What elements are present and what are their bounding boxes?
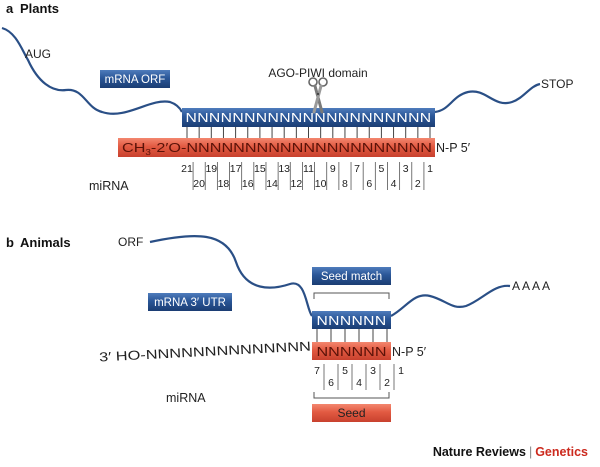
position-number: 18 — [218, 178, 230, 190]
stop-label: STOP — [541, 77, 573, 91]
position-number: 1 — [427, 163, 433, 175]
position-number: 17 — [230, 163, 242, 175]
seed-bracket — [313, 392, 390, 399]
position-number: 10 — [315, 178, 327, 190]
mirna-end-a: N-P 5′ — [436, 141, 471, 155]
panel-b-letter: b — [6, 235, 14, 250]
position-number: 8 — [342, 178, 348, 190]
base-pair-ticks-a — [186, 127, 431, 138]
panel-a-letter: a — [6, 1, 14, 16]
scissors-icon — [308, 77, 328, 114]
mrna-utr-box — [148, 293, 232, 311]
position-number: 2 — [415, 178, 421, 190]
seed-match-bracket — [313, 292, 390, 299]
mrna-strand-b-right — [390, 284, 511, 317]
mirna-positions-even-a: 20 18 16 14 12 10 8 6 4 2 — [193, 178, 421, 190]
position-number: 1 — [398, 365, 404, 377]
position-number: 5 — [378, 163, 384, 175]
panel-b: b Animals ORF mRNA 3′ UTR Seed match AAA… — [6, 234, 552, 422]
mrna-utr-label: mRNA 3′ UTR — [154, 297, 226, 309]
position-number: 5 — [342, 365, 348, 377]
position-number: 9 — [330, 163, 336, 175]
mrna-target-sequence: NNNNNNNNNNNNNNNNNNNNN — [186, 110, 432, 125]
position-number: 3 — [403, 163, 409, 175]
mirna-positions-odd-b: 7 5 3 1 — [314, 365, 404, 377]
position-number: 12 — [291, 178, 303, 190]
journal-section: Genetics — [535, 445, 588, 459]
position-number: 14 — [266, 178, 278, 190]
mirna-seed-sequence-b: NNNNNN — [317, 344, 387, 359]
mrna-seed-target-bar — [312, 311, 391, 329]
position-number: 4 — [356, 377, 362, 389]
mrna-strand-3prime — [434, 82, 541, 114]
credit-separator: | — [528, 445, 533, 459]
position-number: 7 — [314, 365, 320, 377]
position-number: 7 — [354, 163, 360, 175]
position-number: 15 — [254, 163, 266, 175]
mrna-strand-b-left — [149, 234, 313, 317]
mirna-label-b: miRNA — [166, 391, 206, 405]
position-number: 6 — [366, 178, 372, 190]
ago-piwi-label: AGO-PIWI domain — [268, 66, 367, 80]
position-scale-b — [323, 364, 395, 390]
mirna-label-a: miRNA — [89, 179, 129, 193]
mrna-target-bar — [182, 108, 435, 127]
base-pair-ticks-b — [316, 329, 388, 342]
position-number: 2 — [384, 377, 390, 389]
mirna-positions-odd-a: 21 19 17 15 13 11 9 7 5 3 1 — [181, 163, 433, 175]
seed-match-label: Seed match — [321, 271, 382, 283]
position-number: 6 — [328, 377, 334, 389]
position-number: 13 — [278, 163, 290, 175]
mrna-seed-target-sequence: NNNNNN — [317, 313, 387, 328]
mrna-strand-5prime — [1, 26, 183, 115]
mrna-orf-box — [100, 70, 170, 88]
mirna-end-b: N-P 5′ — [392, 345, 427, 359]
seed-box — [312, 404, 391, 422]
mirna-positions-even-b: 6 4 2 — [328, 377, 390, 389]
position-number: 16 — [242, 178, 254, 190]
position-number: 3 — [370, 365, 376, 377]
mirna-tail-b: 3′ HO-NNNNNNNNNNNNNN — [99, 338, 311, 364]
seed-label: Seed — [337, 406, 365, 420]
position-number: 4 — [391, 178, 397, 190]
mirna-subscript-a: 3 — [145, 148, 151, 157]
position-number: 21 — [181, 163, 193, 175]
journal-credit: Nature Reviews|Genetics — [433, 445, 588, 459]
panel-a-title: Plants — [20, 1, 59, 16]
journal-name: Nature Reviews — [432, 445, 526, 459]
position-number: 20 — [193, 178, 205, 190]
panel-b-title: Animals — [20, 235, 71, 250]
position-number: 19 — [205, 163, 217, 175]
polya-label: AAAA — [512, 279, 552, 293]
mirna-bar-a — [118, 138, 435, 157]
position-number: 11 — [303, 163, 314, 175]
mirna-seed-bar-b — [312, 342, 391, 360]
aug-label: AUG — [25, 47, 51, 61]
mrna-orf-label: mRNA ORF — [105, 74, 166, 86]
mirna-main-a: -2′O-NNNNNNNNNNNNNNNNNNNNN — [151, 140, 432, 155]
orf-label: ORF — [118, 235, 143, 249]
position-scale-a — [192, 162, 425, 190]
mirna-prefix-a: CH — [122, 140, 145, 155]
panel-a: a Plants AUG mRNA ORF AGO-PIWI domain ST… — [1, 1, 573, 193]
seed-match-box — [312, 267, 391, 285]
